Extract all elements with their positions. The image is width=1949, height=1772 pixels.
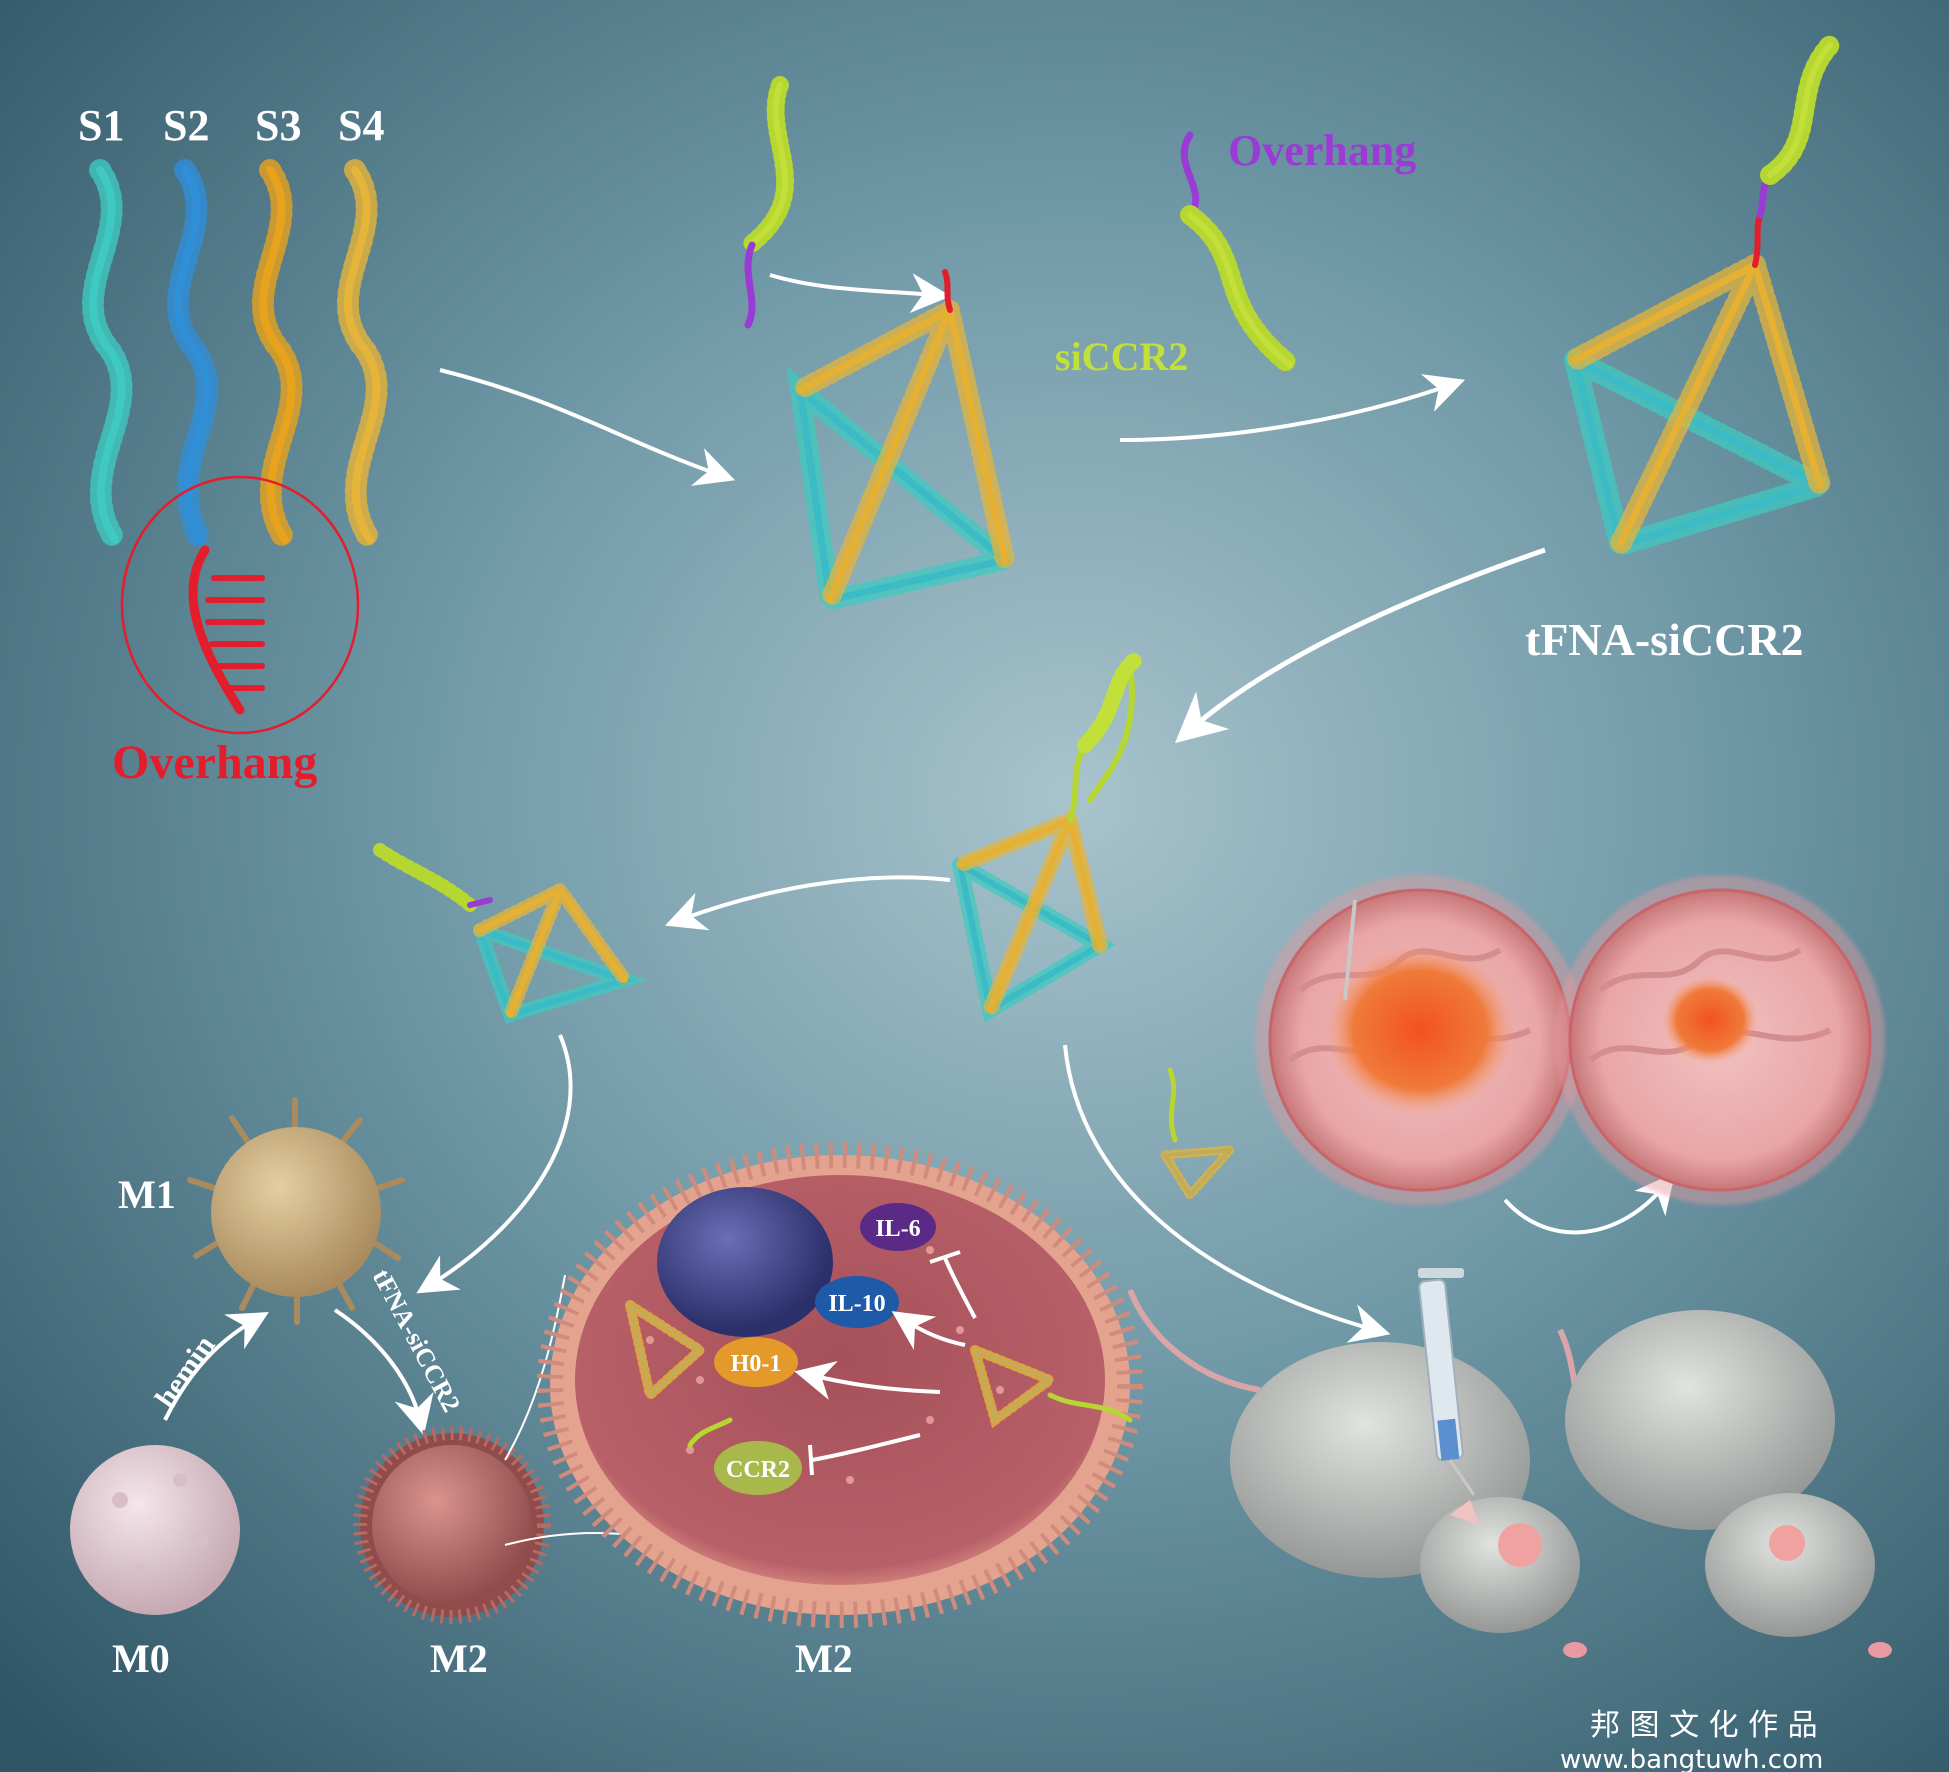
marker-ho1: H0-1 xyxy=(714,1337,798,1387)
dna-strand-s1 xyxy=(81,159,133,551)
mouse-control xyxy=(1557,1310,1892,1658)
overhang-highlight-circle xyxy=(120,475,360,735)
overhang-red-segment xyxy=(188,545,265,715)
arrow-m1-to-m2 xyxy=(333,1308,434,1436)
marker-il6: IL-6 xyxy=(860,1203,936,1251)
label-m1: M1 xyxy=(118,1172,176,1217)
arrow-to-cell-branch xyxy=(665,875,951,931)
marker-il6-text: IL-6 xyxy=(875,1216,920,1242)
label-m0: M0 xyxy=(112,1636,170,1681)
product-label: tFNA-siCCR2 xyxy=(1525,614,1804,665)
dna-strand-s4 xyxy=(336,159,388,551)
overhang-label-red: Overhang xyxy=(112,736,317,789)
watermark-url: www.bangtuwh.com xyxy=(1560,1745,1823,1772)
zoom-line-top xyxy=(504,1274,566,1461)
watermark-cn: 邦 图 文 化 作 品 xyxy=(1590,1708,1818,1743)
tfna-sirna-left xyxy=(373,843,648,1024)
sirna-label: siCCR2 xyxy=(1055,334,1188,379)
arrow-product-down xyxy=(1174,547,1546,744)
brain-injured xyxy=(1255,875,1585,1205)
macrophage-m2-small xyxy=(353,1426,551,1624)
tfna-sirna-conjugate xyxy=(1558,35,1850,559)
tfna-small-near-mice xyxy=(1157,1067,1241,1203)
arrow-m0-to-m1 xyxy=(163,1312,269,1421)
arrow-to-product xyxy=(1119,374,1466,442)
strand-label-s1: S1 xyxy=(78,101,124,150)
tfna-inside-cell xyxy=(622,1294,1133,1448)
macrophage-m1 xyxy=(187,1097,405,1325)
regulation-arrows xyxy=(794,1250,977,1476)
brain-recovered xyxy=(1555,875,1885,1205)
marker-ccr2-text: CCR2 xyxy=(726,1457,790,1483)
tetrahedron-framework xyxy=(786,269,1027,613)
strand-label-s3: S3 xyxy=(255,101,301,150)
arrow-down-to-mice xyxy=(1063,1044,1391,1343)
arrow-sirna-to-tetrahedron xyxy=(769,273,951,314)
arrow-down-to-macrophage xyxy=(416,1034,573,1294)
strand-label-s4: S4 xyxy=(338,101,384,150)
marker-il10-text: IL-10 xyxy=(828,1291,885,1317)
marker-ho1-text: H0-1 xyxy=(731,1351,782,1377)
overhang-label-purple: Overhang xyxy=(1228,126,1416,175)
dna-strand-s3 xyxy=(251,159,303,551)
sirna-with-overhang xyxy=(1180,131,1300,375)
label-m2-small: M2 xyxy=(430,1636,488,1681)
marker-ccr2: CCR2 xyxy=(714,1441,802,1495)
tfna-sirna-center xyxy=(948,652,1143,1023)
sirna-duplex-top xyxy=(741,76,794,329)
macrophage-m0 xyxy=(70,1445,240,1615)
arrow-brain-to-brain xyxy=(1503,1172,1676,1235)
arrow-strands-to-tetrahedron xyxy=(439,368,736,486)
label-m2-large: M2 xyxy=(795,1636,853,1681)
marker-il10: IL-10 xyxy=(815,1276,899,1328)
dna-strand-s2 xyxy=(166,159,219,551)
syringe-icon xyxy=(1418,1268,1476,1496)
strand-label-s2: S2 xyxy=(163,101,209,150)
